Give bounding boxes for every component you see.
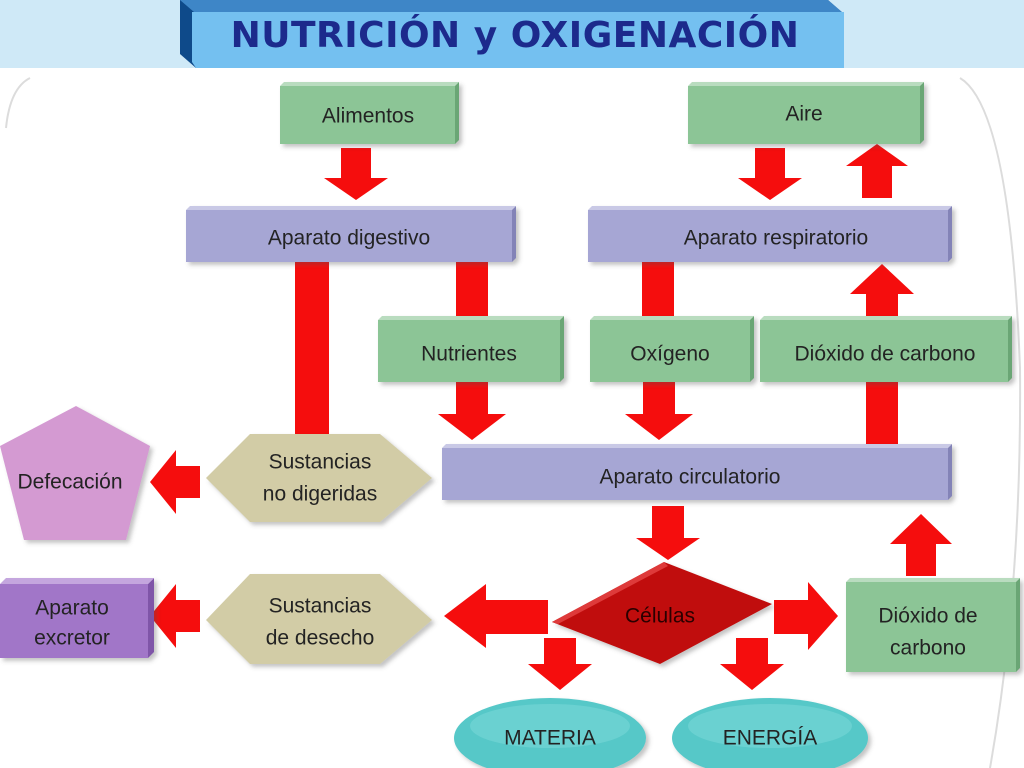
node-oxigeno [590,316,754,382]
label-sustancias-no-digeridas-2: no digeridas [263,483,377,506]
label-aparato-respiratorio: Aparato respiratorio [684,227,868,250]
label-materia: MATERIA [504,727,596,750]
celulas-highlight [552,562,668,624]
label-oxigeno: Oxígeno [630,343,709,366]
node-sustancias-desecho [206,574,432,664]
slide-title: NUTRICIÓN y OXIGENACIÓN [230,15,800,56]
label-energia: ENERGÍA [723,727,818,750]
arrow-oxigeno-to-circulatorio [625,382,693,440]
label-aparato-excretor-1: Aparato [35,597,109,620]
node-dioxido-carbono-bottom [846,578,1020,672]
node-aparato-excretor [0,578,154,658]
arrow-to-excretor [150,584,200,648]
node-aparato-digestivo [186,206,516,262]
label-celulas: Células [625,605,695,628]
label-sustancias-desecho-1: Sustancias [269,595,372,618]
label-dioxido-carbono-bottom-2: carbono [890,637,966,660]
arrow-circulatorio-to-co2-top [866,382,898,444]
label-dioxido-carbono-top: Dióxido de carbono [795,343,976,366]
arrow-co2-bottom-to-circulatorio [890,514,952,576]
arrow-alimentos-to-digestivo [324,148,388,200]
label-aparato-digestivo: Aparato digestivo [268,227,430,250]
arrow-celulas-to-co2-bottom [774,582,838,650]
node-aparato-circulatorio [442,444,952,500]
node-aparato-respiratorio [588,206,952,262]
node-aire [688,82,924,144]
arrow-respiratorio-to-aire [846,144,908,198]
node-celulas [552,562,772,664]
node-nutrientes [378,316,564,382]
arrow-digestivo-to-no-digeridas [295,262,329,434]
arrow-celulas-to-materia [528,638,592,690]
label-sustancias-no-digeridas-1: Sustancias [269,451,372,474]
node-dioxido-carbono-top [760,316,1012,382]
label-nutrientes: Nutrientes [421,343,517,366]
arrow-digestivo-to-nutrientes [456,262,488,318]
node-energia [672,698,868,768]
label-sustancias-desecho-2: de desecho [266,627,375,650]
node-alimentos [280,82,459,144]
node-defecacion [0,406,150,540]
label-alimentos: Alimentos [322,105,414,128]
label-aparato-excretor-2: excretor [34,627,110,650]
label-aparato-circulatorio: Aparato circulatorio [600,466,781,489]
arrow-circulatorio-to-celulas [636,506,700,560]
arrow-celulas-to-desecho [444,584,548,648]
node-sustancias-no-digeridas [206,434,432,522]
label-defecacion: Defecación [17,471,122,494]
arrow-nutrientes-to-circulatorio [438,382,506,440]
title-tab [180,0,844,68]
arrow-celulas-to-energia [720,638,784,690]
node-materia [454,698,646,768]
arrow-to-defecacion [150,450,200,514]
arrow-co2-to-respiratorio [850,264,914,318]
label-dioxido-carbono-bottom-1: Dióxido de [878,605,977,628]
label-aire: Aire [785,103,822,126]
arrow-respiratorio-to-oxigeno [642,262,674,318]
arrow-aire-to-respiratorio [738,148,802,200]
